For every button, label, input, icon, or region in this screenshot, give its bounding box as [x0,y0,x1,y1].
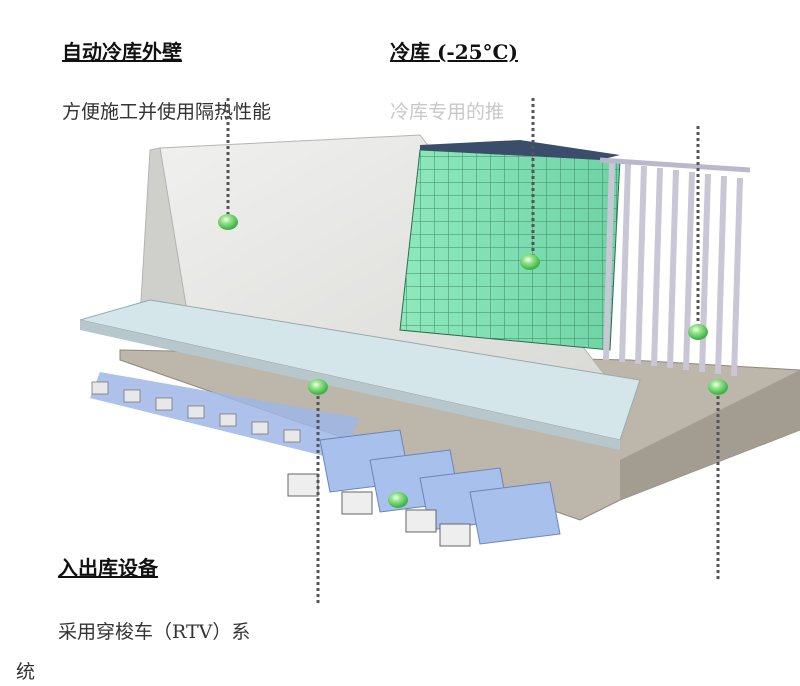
marker-dock [308,379,328,395]
base-right-side [620,370,800,500]
io-equipment-description: 采用穿梭车（RTV）系 [58,621,251,643]
callout-leader-lines [226,98,720,606]
stacker-crane-columns [603,161,743,377]
marker-cold-store [520,254,540,270]
cold-store-description: 冷库专用的推 [390,101,505,123]
io-equipment-description-cont: 统 [16,661,36,683]
marker-wall [218,214,238,230]
io-equipment-title: 入出库设备 [58,556,158,580]
truck-row-back [90,372,360,460]
truck-row-front [287,429,561,547]
callout-markers [218,214,728,508]
marker-crane [688,324,708,340]
marker-truck [388,492,408,508]
marker-platform [708,379,728,395]
cold-store-title: 冷库 (-25°C) [390,40,518,64]
wall-title: 自动冷库外壁 [62,40,182,64]
wall-description: 方便施工并使用隔热性能 [62,101,272,123]
